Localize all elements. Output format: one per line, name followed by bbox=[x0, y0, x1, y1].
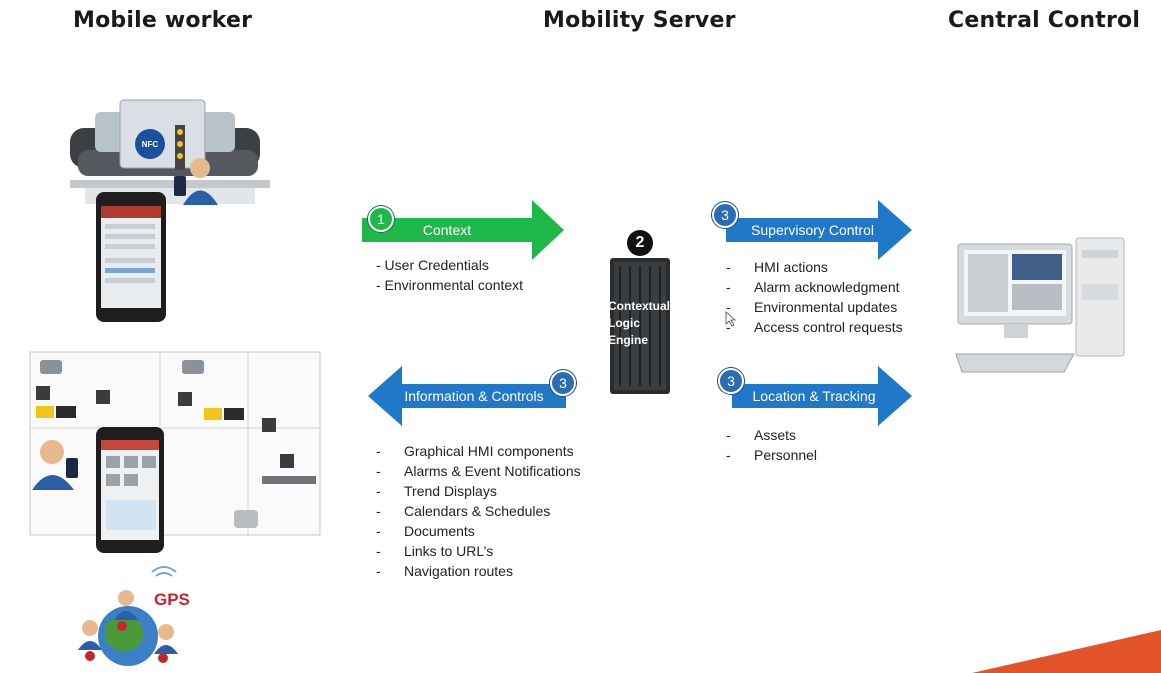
computer-illustration bbox=[955, 237, 1125, 373]
list-item: -Alarms & Event Notifications bbox=[376, 463, 581, 479]
location-step-badge: 3 bbox=[718, 368, 744, 394]
information-step-badge: 3 bbox=[550, 370, 576, 396]
mobility-server-title: Mobility Server bbox=[543, 8, 736, 33]
list-item: -Documents bbox=[376, 523, 475, 539]
mouse-cursor-icon bbox=[725, 311, 737, 327]
floor-plan-illustration bbox=[29, 351, 321, 536]
context-list: - User Credentials - Environmental conte… bbox=[376, 255, 523, 295]
location-tracking-arrow bbox=[732, 366, 912, 426]
list-item: - Environmental context bbox=[376, 277, 524, 293]
context-step-badge: 1 bbox=[368, 206, 394, 232]
list-item: -HMI actions bbox=[726, 259, 828, 275]
phone-illustration-top bbox=[96, 192, 166, 322]
list-item: - User Credentials bbox=[376, 257, 489, 273]
location-list: -Assets -Personnel bbox=[726, 425, 817, 465]
gps-globe-illustration bbox=[78, 566, 178, 666]
server-label-line: Logic bbox=[608, 316, 640, 330]
list-item: -Assets bbox=[726, 427, 797, 443]
list-item: -Links to URL’s bbox=[376, 543, 494, 559]
context-arrow-label: Context bbox=[422, 222, 472, 238]
information-list: -Graphical HMI components -Alarms & Even… bbox=[376, 441, 581, 581]
supervisory-list: -HMI actions -Alarm acknowledgment -Envi… bbox=[726, 257, 903, 337]
list-item: -Trend Displays bbox=[376, 483, 497, 499]
nfc-label: NFC bbox=[141, 140, 159, 149]
list-item: -Personnel bbox=[726, 447, 818, 463]
information-controls-arrow bbox=[368, 366, 566, 426]
context-arrow bbox=[362, 200, 564, 260]
list-item: -Navigation routes bbox=[376, 563, 513, 579]
list-item: -Access control requests bbox=[726, 319, 903, 335]
central-control-title: Central Control bbox=[948, 8, 1141, 33]
server-label: Contextual Logic Engine bbox=[608, 298, 670, 349]
list-item: -Graphical HMI components bbox=[376, 443, 574, 459]
worker-avatar-bottom bbox=[32, 440, 78, 490]
supervisory-control-arrow bbox=[726, 200, 912, 260]
supervisory-step-badge: 3 bbox=[712, 202, 738, 228]
server-label-line: Engine bbox=[608, 333, 649, 347]
information-arrow-label: Information & Controls bbox=[404, 388, 544, 404]
server-tower-illustration bbox=[610, 258, 670, 394]
location-arrow-label: Location & Tracking bbox=[752, 388, 876, 404]
gps-label: GPS bbox=[154, 590, 190, 609]
server-label-line: Contextual bbox=[608, 299, 671, 313]
list-item: -Alarm acknowledgment bbox=[726, 279, 900, 295]
mobile-worker-title: Mobile worker bbox=[73, 8, 253, 33]
chiller-illustration bbox=[70, 99, 270, 204]
worker-avatar-top bbox=[174, 158, 218, 205]
phone-illustration-bottom bbox=[96, 427, 164, 553]
list-item: -Environmental updates bbox=[726, 299, 898, 315]
server-step-badge: 2 bbox=[627, 230, 653, 256]
list-item: -Calendars & Schedules bbox=[376, 503, 551, 519]
supervisory-arrow-label: Supervisory Control bbox=[751, 222, 874, 238]
accent-corner-shape bbox=[972, 630, 1161, 673]
